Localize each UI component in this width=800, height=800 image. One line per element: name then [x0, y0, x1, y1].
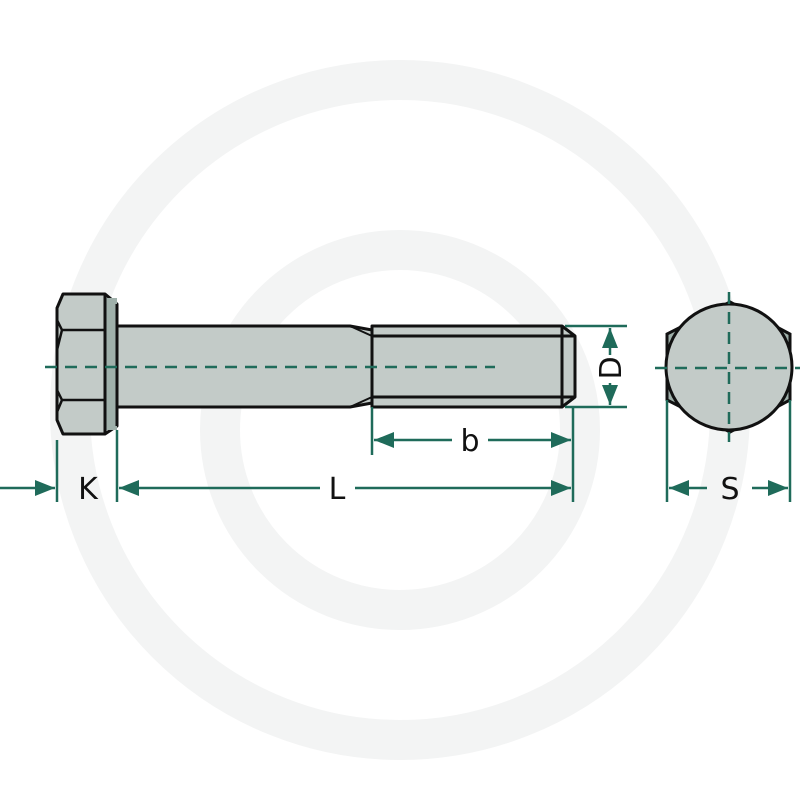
label-s: S: [720, 472, 739, 507]
watermark: [50, 60, 750, 760]
head-flange: [105, 298, 117, 430]
label-k: K: [78, 472, 99, 507]
label-b: b: [460, 424, 479, 459]
label-l: L: [329, 472, 346, 507]
dimensions: [0, 292, 800, 502]
bolt-side-view: [55, 292, 577, 436]
label-d: D: [594, 356, 629, 379]
